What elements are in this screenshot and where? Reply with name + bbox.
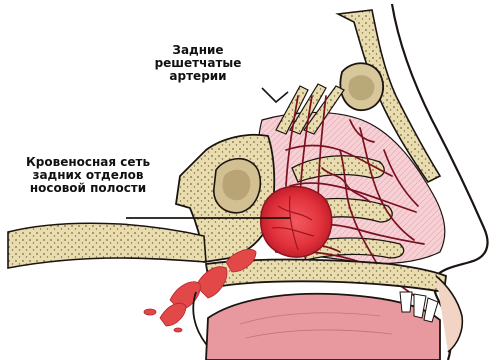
label-line: носовой полости xyxy=(4,182,172,195)
label-line: артерии xyxy=(148,70,248,83)
skull-base xyxy=(8,223,206,268)
bleeding-plexus xyxy=(261,186,332,257)
arteries-leader-line xyxy=(262,88,288,102)
label-vascular-network: Кровеносная сеть задних отделов носовой … xyxy=(4,156,172,195)
label-posterior-ethmoid-arteries: Задние решетчатые артерии xyxy=(148,44,248,83)
